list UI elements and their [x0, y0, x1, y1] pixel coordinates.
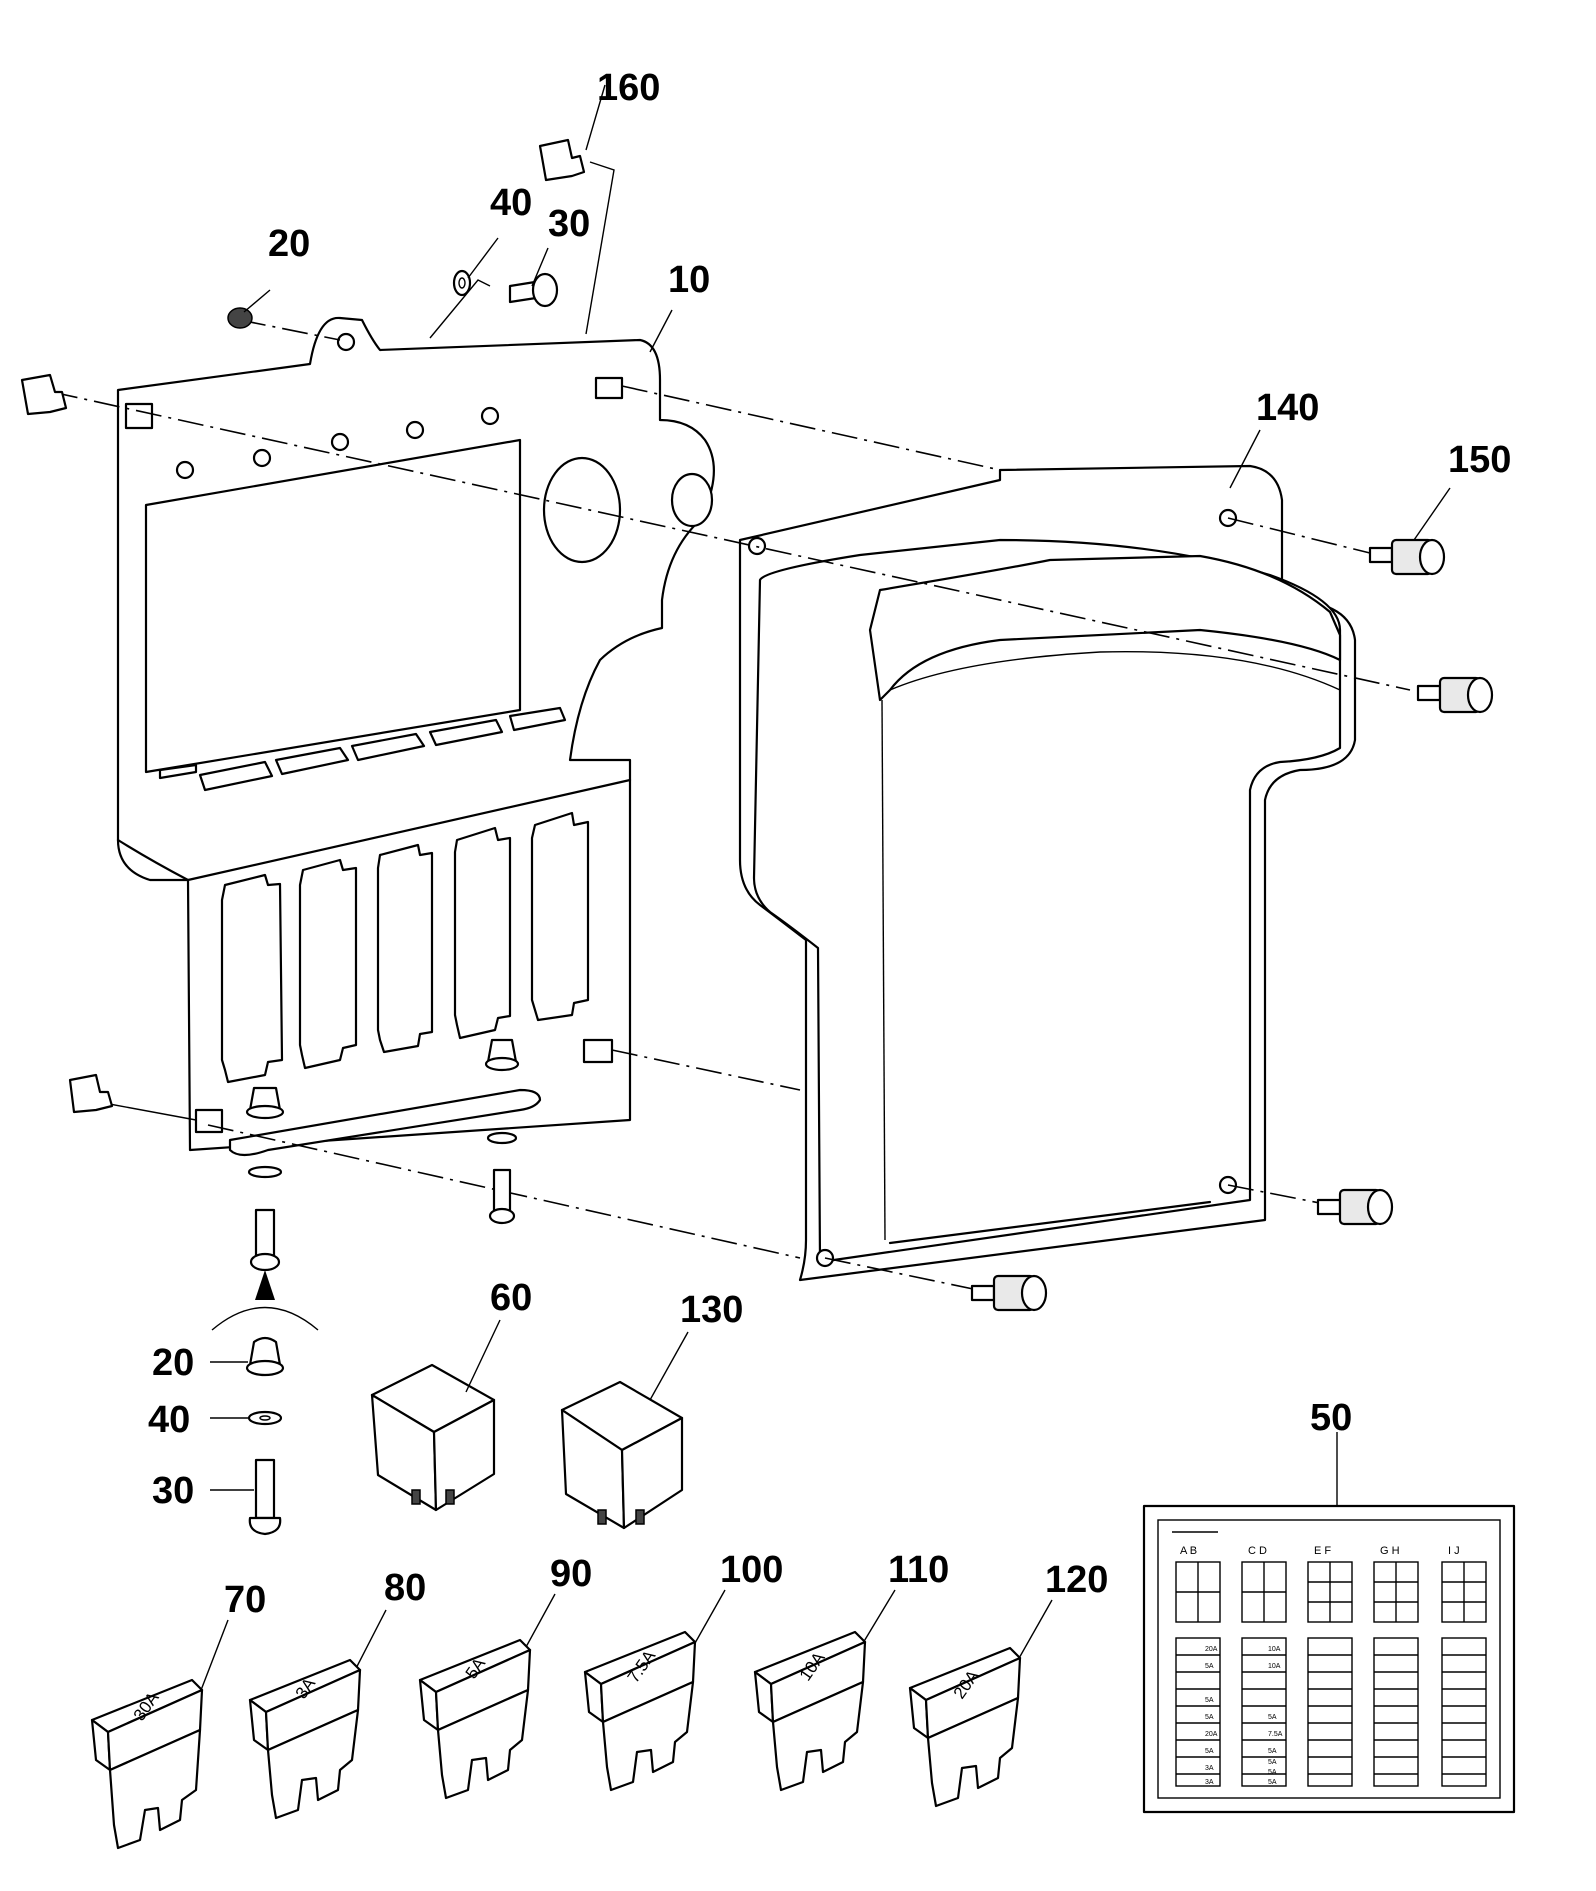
label-rating-a5: 20A: [1205, 1731, 1218, 1738]
callouts: 160 40 30 20 10 140 150 60 130 20 40 30 …: [148, 67, 1511, 1621]
label-fuse-tables: [1175, 1637, 1487, 1787]
fuse-100: 7.5A: [583, 1630, 697, 1792]
callout-100: 100: [720, 1549, 783, 1591]
knob-150-d: [970, 1274, 1048, 1312]
callout-90: 90: [550, 1553, 592, 1595]
fastener-stack-right: [484, 1038, 520, 1225]
label-col-gh: G H: [1380, 1545, 1400, 1557]
label-rating-a1: 20A: [1205, 1646, 1218, 1653]
label-rating-a2: 5A: [1205, 1663, 1214, 1670]
label-col-ij: I J: [1448, 1545, 1460, 1557]
label-rating-a4: 5A: [1205, 1714, 1214, 1721]
label-rating-a3: 5A: [1205, 1697, 1214, 1704]
callout-40-top: 40: [490, 182, 532, 224]
callout-80: 80: [384, 1567, 426, 1609]
relay-cutouts: [220, 811, 590, 1084]
label-rating-a6: 5A: [1205, 1748, 1214, 1755]
nut-20-top: [227, 307, 253, 329]
callout-110: 110: [888, 1549, 949, 1591]
fastener-stack-left: [245, 1086, 285, 1272]
label-rating-a7: 3A: [1205, 1765, 1214, 1772]
label-rating-c5: 5A: [1268, 1748, 1277, 1755]
callout-20-bottom: 20: [152, 1342, 194, 1384]
fuse-110: 10A: [753, 1630, 867, 1792]
callout-150: 150: [1448, 439, 1511, 481]
clip-nut-left: [20, 373, 68, 416]
relay-130: [560, 1380, 684, 1530]
fuse-120: 20A: [908, 1646, 1022, 1808]
label-rating-c6: 5A: [1268, 1759, 1277, 1766]
callout-10: 10: [668, 259, 710, 301]
label-relay-grids: [1175, 1561, 1487, 1623]
callout-40-bottom: 40: [148, 1399, 190, 1441]
callout-30-top: 30: [548, 203, 590, 245]
clip-nut-bottom-left: [68, 1073, 114, 1114]
callout-20-top: 20: [268, 223, 310, 265]
screw-30-top: [508, 272, 559, 308]
label-rating-c4: 7.5A: [1268, 1731, 1283, 1738]
clip-nut-160: [538, 138, 586, 182]
leader-lines: [197, 84, 1451, 1699]
callout-130: 130: [680, 1289, 743, 1331]
fuse-90: 5A: [418, 1638, 532, 1800]
knob-150-c: [1316, 1188, 1394, 1226]
callout-140: 140: [1256, 387, 1319, 429]
fuse-80: 3A: [248, 1658, 362, 1820]
label-rating-c2: 10A: [1268, 1663, 1281, 1670]
fastener-detail: [210, 1336, 285, 1536]
callout-120: 120: [1045, 1559, 1108, 1601]
label-rating-a8: 3A: [1205, 1779, 1214, 1786]
callout-60: 60: [490, 1277, 532, 1319]
fuse-70: 30A: [90, 1678, 204, 1850]
callout-30-bottom: 30: [152, 1470, 194, 1512]
fuse-cover: [738, 464, 1357, 1282]
label-rating-c7: 5A: [1268, 1769, 1277, 1776]
mounting-bracket: [116, 316, 715, 1157]
label-rating-c8: 5A: [1268, 1779, 1277, 1786]
fuse-label: A B C D E F G H I J: [1142, 1504, 1516, 1814]
knob-150-a: [1368, 538, 1446, 576]
label-rating-c1: 10A: [1268, 1646, 1281, 1653]
washer-40-top: [452, 269, 472, 297]
label-rating-c3: 5A: [1268, 1714, 1277, 1721]
relay-60: [370, 1363, 496, 1512]
label-col-cd: C D: [1248, 1545, 1267, 1557]
callout-70: 70: [224, 1579, 266, 1621]
knob-150-b: [1416, 676, 1494, 714]
callout-160: 160: [597, 67, 660, 109]
label-col-ef: E F: [1314, 1545, 1331, 1557]
label-col-ab: A B: [1180, 1545, 1197, 1557]
callout-50: 50: [1310, 1397, 1352, 1439]
